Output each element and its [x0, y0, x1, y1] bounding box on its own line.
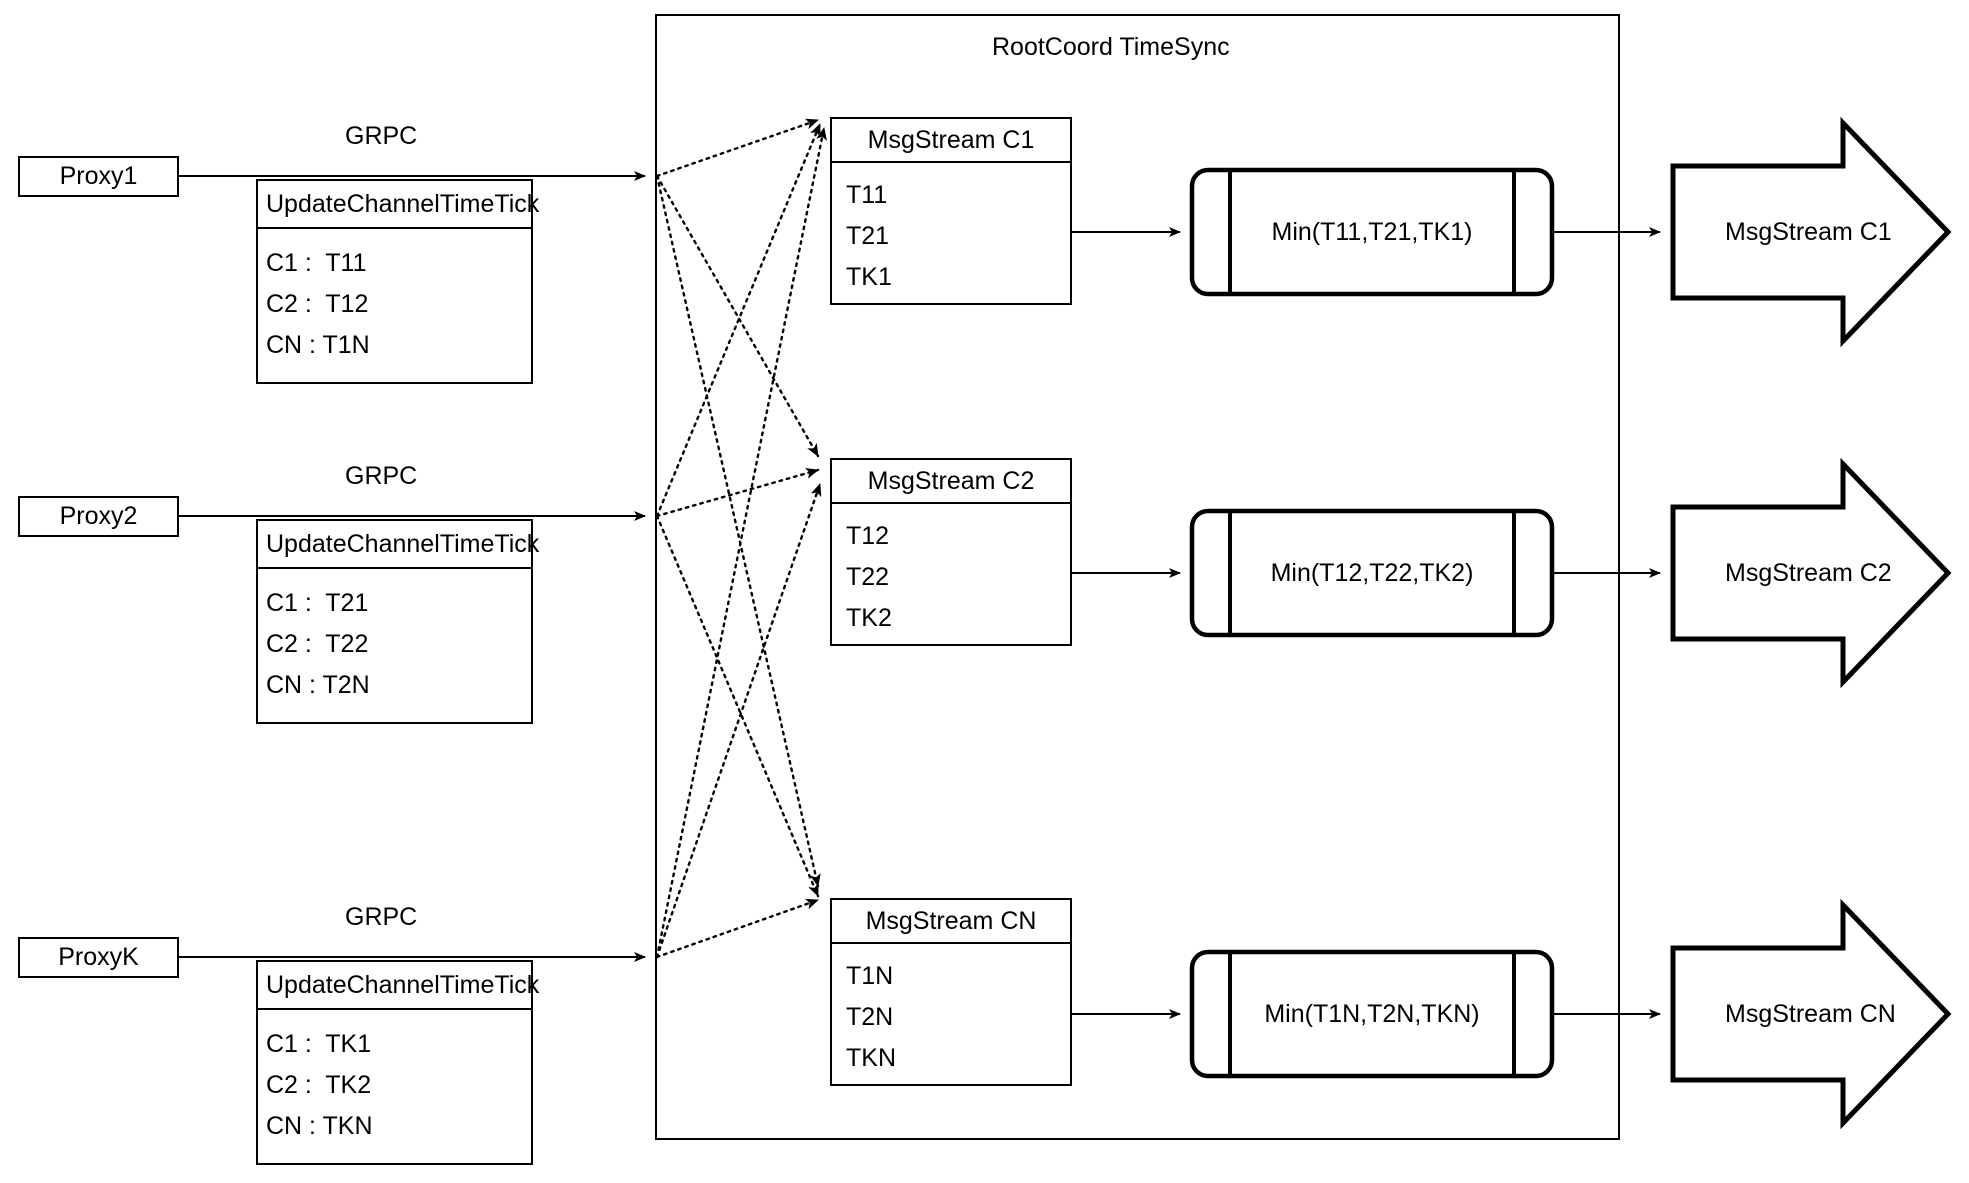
output-msgstream-label: MsgStream CN — [1725, 999, 1896, 1028]
tick-row: C1 : T11 — [266, 249, 367, 277]
min-process-label: Min(T12,T22,TK2) — [1270, 558, 1474, 587]
msgstream-row: TK2 — [846, 604, 892, 632]
rootcoord-timesync-group-title: RootCoord TimeSync — [992, 33, 1230, 61]
update-channel-timetick-table-proxyk: UpdateChannelTimeTick C1 : TK1 C2 : TK2 … — [256, 960, 539, 1165]
proxy-box-proxyk[interactable]: ProxyK — [18, 937, 179, 978]
msgstream-row: TKN — [846, 1044, 896, 1072]
proxy-label: ProxyK — [58, 943, 139, 971]
tick-table-body: C1 : T21 C2 : T22 CN : T2N — [258, 569, 531, 722]
msgstream-table-body: T1N T2N TKN — [832, 944, 1070, 1084]
update-channel-timetick-table-proxy2: UpdateChannelTimeTick C1 : T21 C2 : T22 … — [256, 519, 539, 724]
grpc-label-proxy1: GRPC — [345, 122, 418, 150]
msgstream-row: T12 — [846, 522, 890, 550]
output-msgstream-label: MsgStream C1 — [1725, 217, 1892, 246]
output-msgstream-label: MsgStream C2 — [1725, 558, 1892, 587]
msgstream-row: T11 — [846, 181, 888, 209]
tick-table-body: C1 : TK1 C2 : TK2 CN : TKN — [258, 1010, 531, 1163]
rootcoord-timesync-group — [655, 14, 1620, 1140]
proxy-box-proxy1[interactable]: Proxy1 — [18, 156, 179, 197]
tick-table-title: UpdateChannelTimeTick — [258, 181, 539, 229]
msgstream-table-title: MsgStream CN — [832, 900, 1070, 944]
min-process-label: Min(T1N,T2N,TKN) — [1264, 999, 1480, 1028]
msgstream-table-c1: MsgStream C1 T11 T21 TK1 — [830, 117, 1072, 305]
tick-table-body: C1 : T11 C2 : T12 CN : T1N — [258, 229, 531, 382]
tick-row: C1 : T21 — [266, 589, 369, 617]
min-process-box-c2: Min(T12,T22,TK2) — [1192, 511, 1552, 635]
grpc-label-proxy2: GRPC — [345, 462, 418, 490]
output-msgstream-arrow-c2: MsgStream C2 — [1673, 464, 1948, 682]
min-process-label: Min(T11,T21,TK1) — [1271, 217, 1473, 246]
tick-row: C1 : TK1 — [266, 1030, 372, 1058]
tick-row: C2 : T22 — [266, 630, 369, 658]
msgstream-table-c2: MsgStream C2 T12 T22 TK2 — [830, 458, 1072, 646]
tick-row: CN : T2N — [266, 671, 370, 699]
tick-table-title: UpdateChannelTimeTick — [258, 521, 539, 569]
tick-row: CN : TKN — [266, 1112, 373, 1140]
grpc-label-proxyk: GRPC — [345, 903, 418, 931]
msgstream-row: T1N — [846, 962, 894, 990]
msgstream-row: T21 — [846, 222, 890, 250]
msgstream-table-cn: MsgStream CN T1N T2N TKN — [830, 898, 1072, 1086]
proxy-box-proxy2[interactable]: Proxy2 — [18, 496, 179, 537]
msgstream-row: T22 — [846, 563, 890, 591]
tick-row: C2 : TK2 — [266, 1071, 372, 1099]
tick-table-title: UpdateChannelTimeTick — [258, 962, 539, 1010]
min-process-box-c1: Min(T11,T21,TK1) — [1192, 170, 1552, 294]
tick-row: C2 : T12 — [266, 290, 369, 318]
proxy-label: Proxy1 — [59, 162, 138, 190]
msgstream-table-title: MsgStream C1 — [832, 119, 1070, 163]
proxy-label: Proxy2 — [59, 502, 138, 530]
min-process-box-cn: Min(T1N,T2N,TKN) — [1192, 952, 1552, 1076]
output-msgstream-arrow-c1: MsgStream C1 — [1673, 123, 1948, 341]
msgstream-table-title: MsgStream C2 — [832, 460, 1070, 504]
msgstream-row: TK1 — [846, 263, 892, 291]
update-channel-timetick-table-proxy1: UpdateChannelTimeTick C1 : T11 C2 : T12 … — [256, 179, 539, 384]
tick-row: CN : T1N — [266, 331, 370, 359]
output-msgstream-arrow-cn: MsgStream CN — [1673, 905, 1948, 1123]
msgstream-table-body: T12 T22 TK2 — [832, 504, 1070, 644]
msgstream-table-body: T11 T21 TK1 — [832, 163, 1070, 303]
msgstream-row: T2N — [846, 1003, 894, 1031]
